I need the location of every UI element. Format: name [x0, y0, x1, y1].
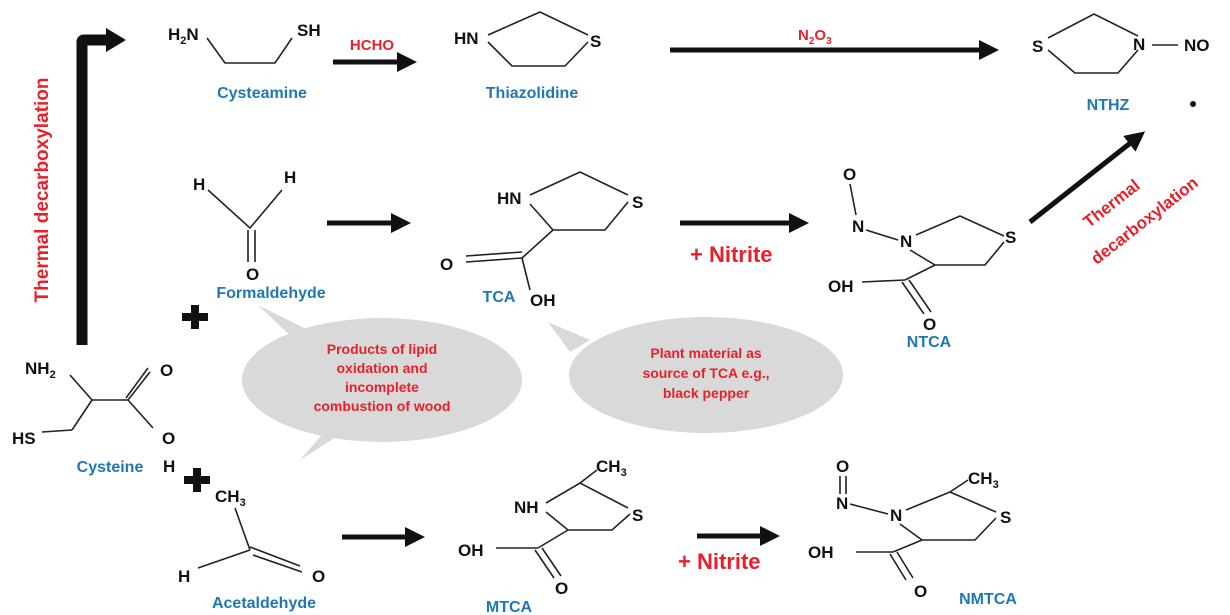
plus-icon: [182, 305, 208, 329]
bubble-lipid-line-1: Products of lipid: [327, 341, 437, 357]
bubble-plant-line-3: black pepper: [663, 385, 750, 401]
bubble-lipid-line-3: incomplete: [345, 379, 419, 395]
nmtca-n-nitroso: N: [836, 494, 848, 513]
svg-text:H2N: H2N: [168, 25, 199, 47]
hcho-arrow: HCHO: [333, 37, 417, 72]
svg-text:CH3: CH3: [215, 487, 246, 509]
nthz-label: NTHZ: [1087, 97, 1130, 114]
cysteine-o-bottom: O: [162, 429, 175, 448]
tca-label: TCA: [483, 289, 516, 306]
formaldehyde-o: O: [246, 265, 259, 284]
nmtca-s: S: [1000, 508, 1011, 527]
nthz-no: NO: [1184, 36, 1210, 55]
formaldehyde-label: Formaldehyde: [216, 285, 325, 302]
tca-to-ntca-arrow: + Nitrite: [680, 213, 809, 267]
acetaldehyde-ch3: CH: [215, 487, 240, 506]
nthz-n: N: [1133, 35, 1145, 54]
ntca-structure: O N N S OH O NTCA: [828, 165, 1016, 351]
n2o3-label: N2O3: [798, 27, 832, 47]
ntca-s: S: [1005, 228, 1016, 247]
cysteine-h: H: [163, 457, 175, 476]
thiazolidine-label: Thiazolidine: [486, 85, 579, 102]
svg-text:CH3: CH3: [968, 469, 999, 491]
thiazolidine-s: S: [590, 32, 601, 51]
cysteamine-structure: H2N SH Cysteamine: [168, 21, 321, 102]
tca-o: O: [440, 255, 453, 274]
mtca-oh: OH: [458, 541, 484, 560]
tca-structure: HN S O OH TCA: [440, 171, 643, 310]
bubble-plant-line-2: source of TCA e.g.,: [642, 365, 769, 381]
bubble-lipid-oxidation: Products of lipid oxidation and incomple…: [242, 305, 522, 460]
thermal-decarboxylation-arrow: Thermal decarboxylation: [32, 28, 126, 345]
formaldehyde-h-left: H: [193, 175, 205, 194]
cysteine-nh2: NH: [25, 359, 50, 378]
mtca-s: S: [632, 506, 643, 525]
nitrite-label-1: + Nitrite: [690, 242, 773, 267]
plus-icon: [184, 468, 210, 492]
nmtca-o-top: O: [836, 457, 849, 476]
thiazolidine-structure: HN S Thiazolidine: [454, 11, 601, 102]
ntca-oh: OH: [828, 277, 854, 296]
thermal-decarboxylation-vertical-label: Thermal decarboxylation: [32, 78, 53, 303]
acetaldehyde-structure: CH3 H O Acetaldehyde: [178, 487, 325, 612]
nmtca-n-ring: N: [890, 506, 902, 525]
formaldehyde-h-right: H: [284, 168, 296, 187]
cysteamine-h2n-h: H: [168, 25, 180, 44]
acetaldehyde-label: Acetaldehyde: [212, 595, 316, 612]
svg-text:NH2: NH2: [25, 359, 56, 381]
nmtca-label: NMTCA: [959, 591, 1017, 608]
mtca-to-nmtca-arrow: + Nitrite: [678, 526, 780, 574]
bubble-plant-line-1: Plant material as: [650, 345, 761, 361]
cysteine-label: Cysteine: [77, 459, 144, 476]
formaldehyde-structure: H H O Formaldehyde: [193, 168, 326, 302]
nmtca-ch3: CH: [968, 469, 993, 488]
ntca-label: NTCA: [907, 334, 952, 351]
ntca-n-ring: N: [900, 232, 912, 251]
mtca-nh: NH: [514, 498, 539, 517]
mtca-structure: CH3 NH S OH O MTCA: [458, 457, 643, 615]
mtca-label: MTCA: [486, 599, 533, 615]
bubble-plant-material: Plant material as source of TCA e.g., bl…: [548, 317, 843, 433]
cysteamine-sh: SH: [297, 21, 321, 40]
acetaldehyde-h: H: [178, 567, 190, 586]
nthz-structure: S N NO NTHZ: [1032, 13, 1210, 114]
bullet-dot-icon: [1190, 101, 1196, 107]
thiazolidine-hn: HN: [454, 29, 479, 48]
hcho-label: HCHO: [350, 37, 394, 54]
cysteine-hs: HS: [12, 429, 36, 448]
nmtca-structure: O N N CH3 S OH O NMTCA: [808, 457, 1017, 608]
tca-oh: OH: [530, 291, 556, 310]
n2o3-arrow: N2O3: [670, 27, 999, 60]
cysteamine-label: Cysteamine: [217, 85, 307, 102]
svg-text:CH3: CH3: [596, 457, 627, 479]
ntca-o-top: O: [843, 165, 856, 184]
tca-s: S: [632, 193, 643, 212]
cysteine-o-top: O: [160, 361, 173, 380]
arrowhead-icon: [106, 28, 126, 52]
bubble-lipid-line-4: combustion of wood: [314, 398, 451, 414]
nthz-s: S: [1032, 37, 1043, 56]
ntca-o-bottom: O: [923, 315, 936, 334]
cysteine-structure: NH2 O O HS H Cysteine: [12, 359, 175, 476]
nitrite-label-2: + Nitrite: [678, 549, 761, 574]
tca-hn: HN: [497, 189, 522, 208]
nmtca-o-bottom: O: [914, 582, 927, 601]
ntca-n-nitroso: N: [852, 217, 864, 236]
mtca-ch3: CH: [596, 457, 621, 476]
bubble-lipid-line-2: oxidation and: [337, 360, 428, 376]
nmtca-oh: OH: [808, 543, 834, 562]
acetaldehyde-o: O: [312, 567, 325, 586]
ntca-to-nthz-arrow: Thermal decarboxylation: [1028, 131, 1202, 268]
mtca-o: O: [555, 579, 568, 598]
